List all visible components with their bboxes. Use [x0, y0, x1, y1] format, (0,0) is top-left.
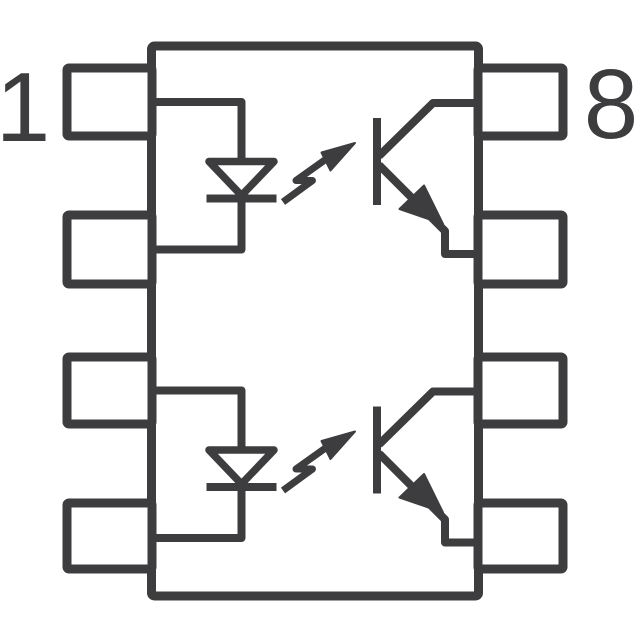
left-pins	[62, 63, 157, 574]
led-anode-wire	[152, 386, 246, 450]
light-arrow-zigzag	[280, 154, 332, 205]
ic-package-outline	[147, 41, 483, 601]
pin-2	[62, 210, 157, 289]
led-anode-wire	[152, 98, 246, 162]
pin-1	[62, 63, 157, 141]
pin-4	[62, 498, 157, 574]
pin-3	[62, 352, 157, 429]
led-triangle	[205, 157, 278, 200]
light-emission-arrow-icon	[280, 142, 356, 205]
phototransistor-emitter-arrowhead	[398, 184, 444, 225]
phototransistor-icon	[373, 99, 478, 258]
light-arrow-head	[320, 142, 356, 172]
led-cathode-wire	[152, 487, 246, 542]
right-pins	[473, 63, 568, 574]
phototransistor-emitter-arrowhead	[398, 473, 444, 514]
led-triangle	[205, 446, 278, 488]
pin-6	[473, 352, 568, 429]
led-cathode-wire	[152, 198, 246, 254]
led-diode-icon	[152, 98, 278, 254]
led-diode-icon	[152, 386, 278, 542]
pin-7	[473, 210, 568, 289]
optocoupler-channel-2	[152, 386, 478, 547]
phototransistor-collector-wire	[376, 387, 478, 448]
phototransistor-icon	[373, 387, 478, 547]
pin-1-label: 1	[0, 52, 50, 162]
light-arrow-zigzag	[280, 442, 332, 494]
phototransistor-collector-wire	[376, 99, 478, 159]
pin-8-label: 8	[584, 49, 639, 159]
light-emission-arrow-icon	[280, 430, 356, 494]
pin-8	[473, 63, 568, 141]
optocoupler-channel-1	[152, 98, 478, 258]
light-arrow-head	[320, 430, 356, 460]
pin-5	[473, 498, 568, 574]
